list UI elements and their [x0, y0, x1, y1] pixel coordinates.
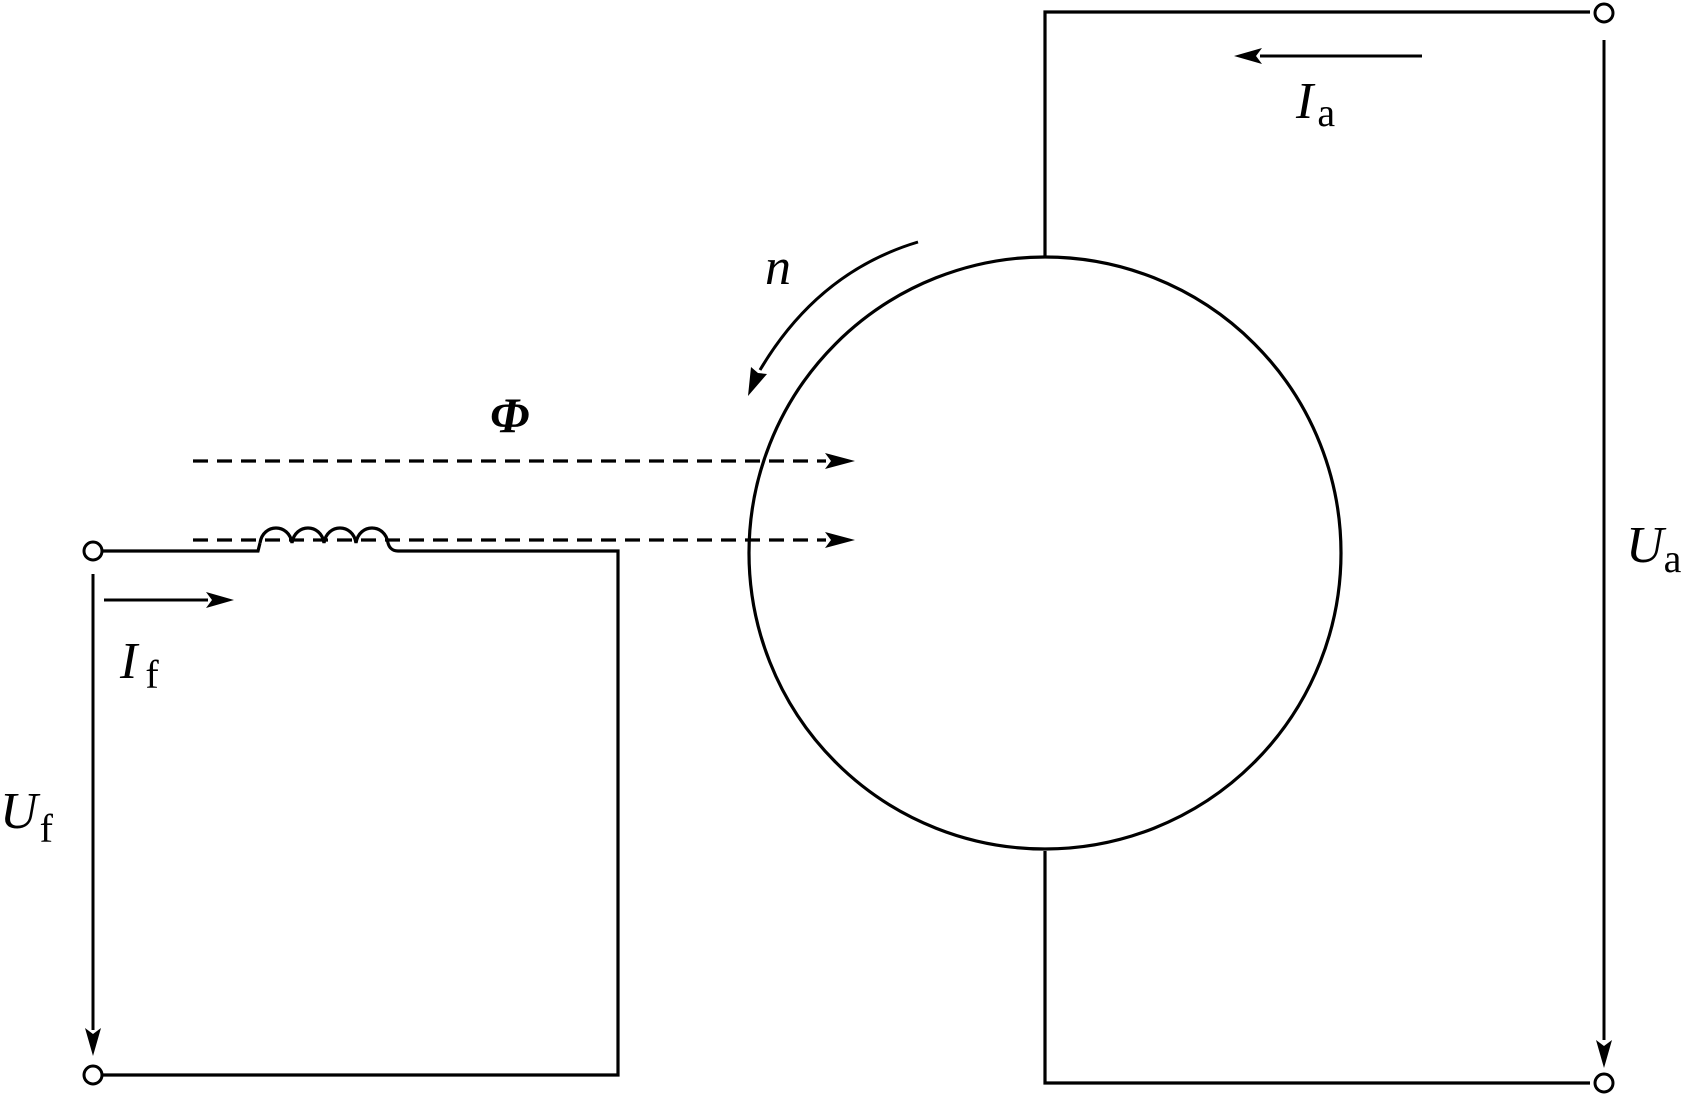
if-label-main: I: [119, 633, 140, 690]
uf-label-main: U: [0, 783, 41, 840]
rotation-arrow-head: [748, 367, 767, 396]
armature-circuit: [747, 2, 1615, 1094]
uf-arrow-head: [85, 1028, 101, 1056]
flux-arrow-head-upper: [825, 453, 855, 469]
field-circuit: [82, 526, 620, 1086]
flux-arrow-head-lower: [825, 532, 855, 548]
uf-label-sub: f: [40, 806, 54, 851]
rotation-arrow: [748, 240, 919, 396]
field-terminal-top: [82, 540, 104, 562]
flux-lines: [193, 453, 855, 548]
ua-label: Ua: [1626, 517, 1682, 581]
rotation-arc: [758, 240, 919, 371]
armature-rotor: [747, 255, 1343, 851]
rotation-speed-label: n: [765, 239, 791, 296]
armature-top-wire: [1043, 10, 1590, 257]
ua-arrow-head: [1596, 1040, 1612, 1068]
ua-label-main: U: [1626, 517, 1667, 574]
field-top-wire: [102, 542, 262, 553]
field-coil: [258, 526, 399, 553]
ia-label-sub: a: [1317, 90, 1335, 135]
if-arrow-head: [206, 592, 234, 608]
field-right-wire: [102, 549, 620, 1077]
if-label-sub: f: [145, 652, 159, 697]
armature-terminal-bottom: [1593, 1072, 1615, 1094]
uf-label: Uf: [0, 783, 54, 851]
flux-label: Φ: [490, 387, 529, 443]
armature-bottom-wire: [1043, 851, 1590, 1085]
ia-arrow-head: [1234, 48, 1262, 64]
field-terminal-bottom: [82, 1064, 104, 1086]
ua-label-sub: a: [1664, 536, 1682, 581]
armature-terminal-top: [1593, 2, 1615, 24]
ia-label-main: I: [1295, 73, 1316, 130]
